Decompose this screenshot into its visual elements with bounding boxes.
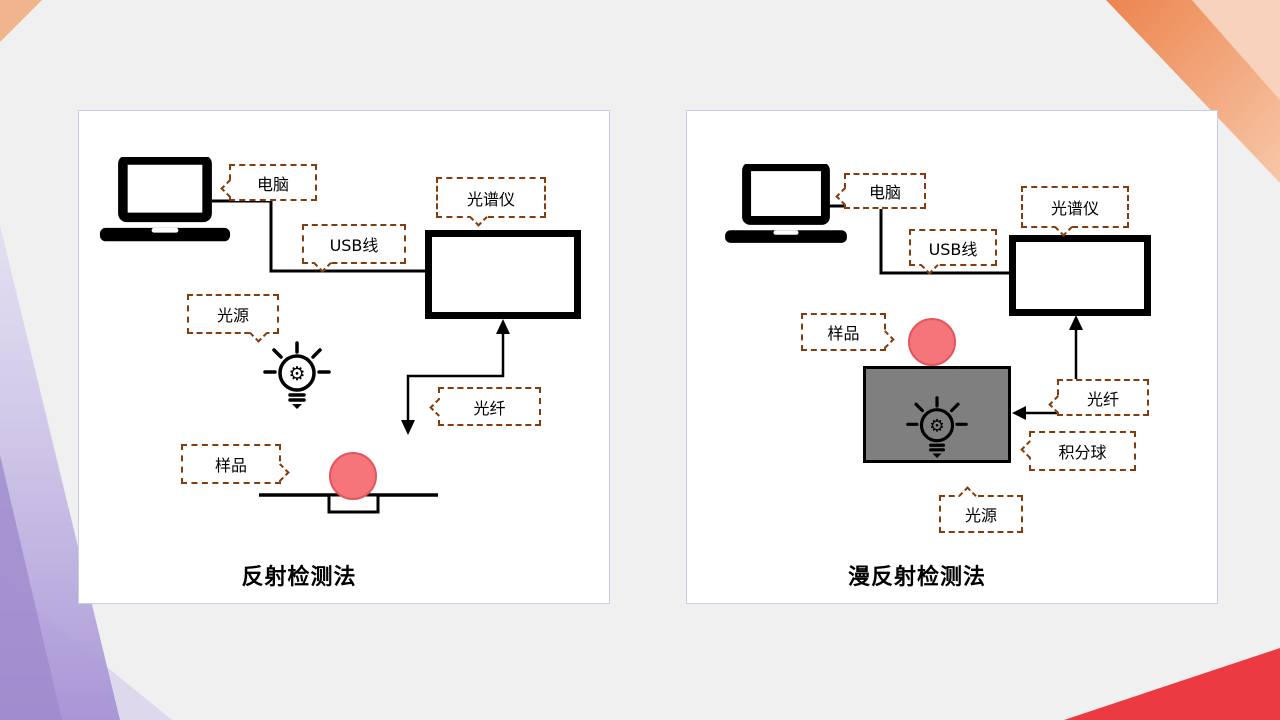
callout-sample: 样品 xyxy=(801,313,895,351)
callout-tail xyxy=(429,398,448,417)
light-bulb-icon: ⚙ xyxy=(906,396,968,459)
callout-spectrometer: 光谱仪 xyxy=(1021,186,1129,237)
callout-spectrometer: 光谱仪 xyxy=(436,177,546,227)
panel-reflection-method: ⚙ 电脑 USB线 光谱仪 光源 光纤 样品 反射检测法 xyxy=(78,110,610,604)
gear-icon: ⚙ xyxy=(929,417,945,437)
panel-diffuse-reflection-method: ⚙ 电脑 USB线 光谱仪 样品 光纤 积分球 光源 xyxy=(686,110,1218,604)
callout-integrating-sphere: 积分球 xyxy=(1020,431,1136,471)
callout-tail xyxy=(313,254,332,273)
callout-tail xyxy=(1020,440,1039,459)
corner-band-top-right xyxy=(1106,0,1280,183)
sample-ball-icon xyxy=(908,318,956,366)
callout-tail xyxy=(1054,218,1073,237)
callout-sample: 样品 xyxy=(181,444,290,484)
callout-optical-fiber: 光纤 xyxy=(429,387,541,426)
panel-title-diffuse-reflection: 漫反射检测法 xyxy=(847,565,986,590)
arrowhead-down-to-sample xyxy=(401,420,415,435)
corner-triangle-left-dark xyxy=(0,455,62,720)
panel-title-reflection: 反射检测法 xyxy=(241,565,357,590)
callout-light-source: 光源 xyxy=(939,486,1023,533)
callout-fiber-label: 光纤 xyxy=(473,398,506,418)
corner-triangle-top-right xyxy=(1192,0,1280,100)
gear-icon: ⚙ xyxy=(288,363,305,385)
callout-spectrometer-label: 光谱仪 xyxy=(466,189,515,209)
callout-light-source: 光源 xyxy=(187,294,279,343)
sample-ball-icon xyxy=(329,452,377,500)
laptop-icon xyxy=(99,157,231,242)
callout-spectrometer-label: 光谱仪 xyxy=(1050,199,1099,218)
callout-computer: 电脑 xyxy=(220,164,317,201)
callout-light-source-label: 光源 xyxy=(964,506,997,525)
callout-tail xyxy=(271,463,290,482)
corner-triangle-bottom-right xyxy=(1064,648,1280,720)
light-bulb-icon: ⚙ xyxy=(263,341,331,409)
arrowhead-up-into-spectrometer xyxy=(496,319,510,334)
corner-triangle-top-left xyxy=(0,0,42,42)
arrowhead-left-into-sphere xyxy=(1012,406,1026,420)
callout-integrating-sphere-label: 积分球 xyxy=(1058,443,1107,462)
callout-tail xyxy=(469,208,488,227)
laptop-icon xyxy=(725,164,847,243)
callout-tail xyxy=(249,324,268,343)
callout-usb-cable: USB线 xyxy=(302,224,406,273)
callout-computer-label: 电脑 xyxy=(868,183,901,202)
callout-computer-label: 电脑 xyxy=(256,174,289,194)
callout-sample-label: 样品 xyxy=(827,324,860,343)
sample-holder xyxy=(327,493,380,514)
callout-sample-label: 样品 xyxy=(214,456,247,475)
callout-usb-label: USB线 xyxy=(928,239,978,259)
spectrometer-box xyxy=(1009,235,1151,316)
callout-optical-fiber: 光纤 xyxy=(1048,379,1149,416)
callout-computer: 电脑 xyxy=(835,173,926,209)
callout-usb-cable: USB线 xyxy=(909,229,997,275)
callout-tail xyxy=(1048,395,1067,414)
callout-fiber-label: 光纤 xyxy=(1086,389,1119,409)
arrowhead-up-into-spectrometer xyxy=(1069,315,1083,330)
spectrometer-box xyxy=(425,230,581,319)
callout-usb-label: USB线 xyxy=(329,236,379,255)
callout-light-source-label: 光源 xyxy=(216,306,249,325)
callout-tail xyxy=(876,330,895,349)
